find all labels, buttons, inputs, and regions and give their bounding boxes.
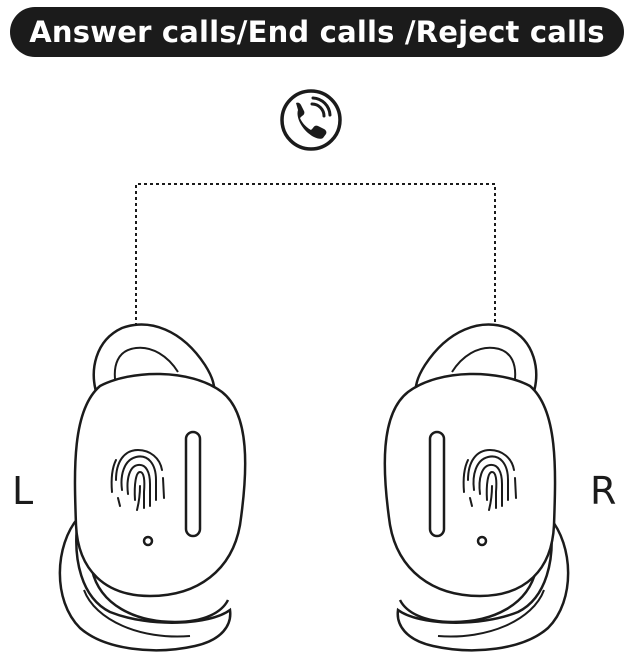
fingerprint-icon — [462, 448, 517, 511]
left-earbud-label: L — [12, 469, 34, 513]
right-earbud — [383, 323, 570, 652]
fingerprint-icon — [110, 448, 165, 511]
right-earbud-label: R — [590, 469, 617, 513]
connector-lines — [135, 183, 496, 440]
title-text: Answer calls/End calls /Reject calls — [29, 15, 605, 49]
title-banner: Answer calls/End calls /Reject calls — [10, 7, 624, 57]
left-earbud — [58, 323, 247, 652]
phone-call-icon — [280, 89, 342, 151]
